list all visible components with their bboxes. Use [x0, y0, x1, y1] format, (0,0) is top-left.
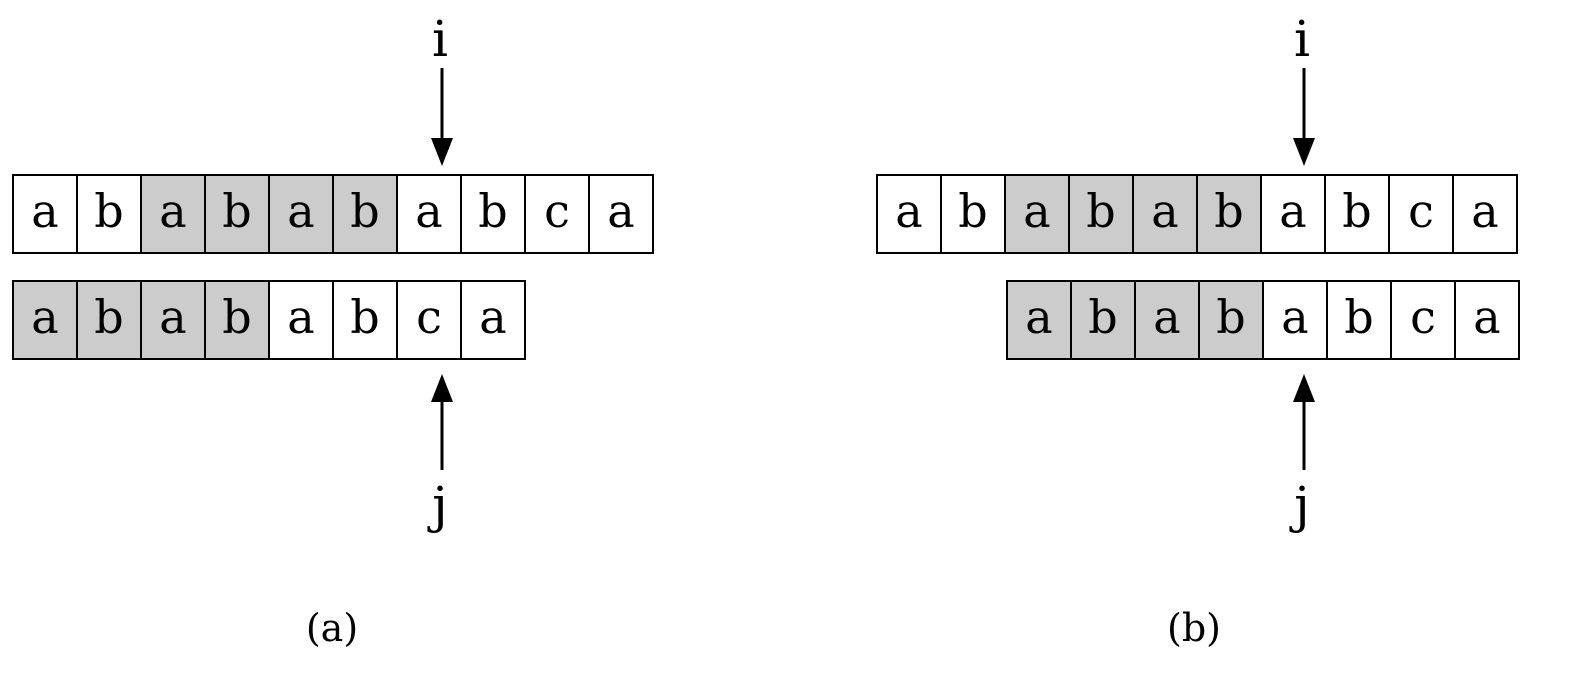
text-cell: a — [1132, 174, 1198, 254]
pattern-cell: b — [1198, 280, 1264, 360]
pointer-i-label: i — [432, 10, 448, 68]
text-cell: b — [76, 174, 142, 254]
text-cell: b — [940, 174, 1006, 254]
text-cell: c — [1388, 174, 1454, 254]
pointer-j-label: j — [432, 476, 448, 534]
text-cell: a — [268, 174, 334, 254]
caption-a: (a) — [305, 606, 359, 650]
pattern-cell: a — [1454, 280, 1520, 360]
pointer-i-label: i — [1294, 10, 1310, 68]
text-cell: b — [332, 174, 398, 254]
pattern-cell: a — [268, 280, 334, 360]
text-cell: a — [396, 174, 462, 254]
text-cell: b — [204, 174, 270, 254]
pattern-cell: b — [204, 280, 270, 360]
up-arrow-icon — [431, 374, 453, 470]
pointer-j-label: j — [1294, 476, 1310, 534]
pattern-cell: a — [1262, 280, 1328, 360]
up-arrow-icon — [1293, 374, 1315, 470]
pattern-cell: b — [1070, 280, 1136, 360]
pattern-cell: a — [460, 280, 526, 360]
text-cell: a — [876, 174, 942, 254]
pattern-cell: b — [332, 280, 398, 360]
text-cell: a — [1004, 174, 1070, 254]
pattern-cell: a — [1134, 280, 1200, 360]
pattern-cell: a — [1006, 280, 1072, 360]
text-cell: b — [1068, 174, 1134, 254]
pattern-cell: b — [1326, 280, 1392, 360]
pattern-cell: c — [1390, 280, 1456, 360]
text-cell: b — [1324, 174, 1390, 254]
pattern-cell: c — [396, 280, 462, 360]
text-cell: a — [588, 174, 654, 254]
text-cell: b — [460, 174, 526, 254]
text-cell: a — [140, 174, 206, 254]
text-cell: b — [1196, 174, 1262, 254]
down-arrow-icon — [1293, 68, 1315, 166]
caption-b: (b) — [1167, 606, 1221, 650]
text-cell: a — [1452, 174, 1518, 254]
pattern-cell: b — [76, 280, 142, 360]
pattern-cell: a — [140, 280, 206, 360]
pattern-cell: a — [12, 280, 78, 360]
text-cell: c — [524, 174, 590, 254]
down-arrow-icon — [431, 68, 453, 166]
text-cell: a — [12, 174, 78, 254]
text-cell: a — [1260, 174, 1326, 254]
